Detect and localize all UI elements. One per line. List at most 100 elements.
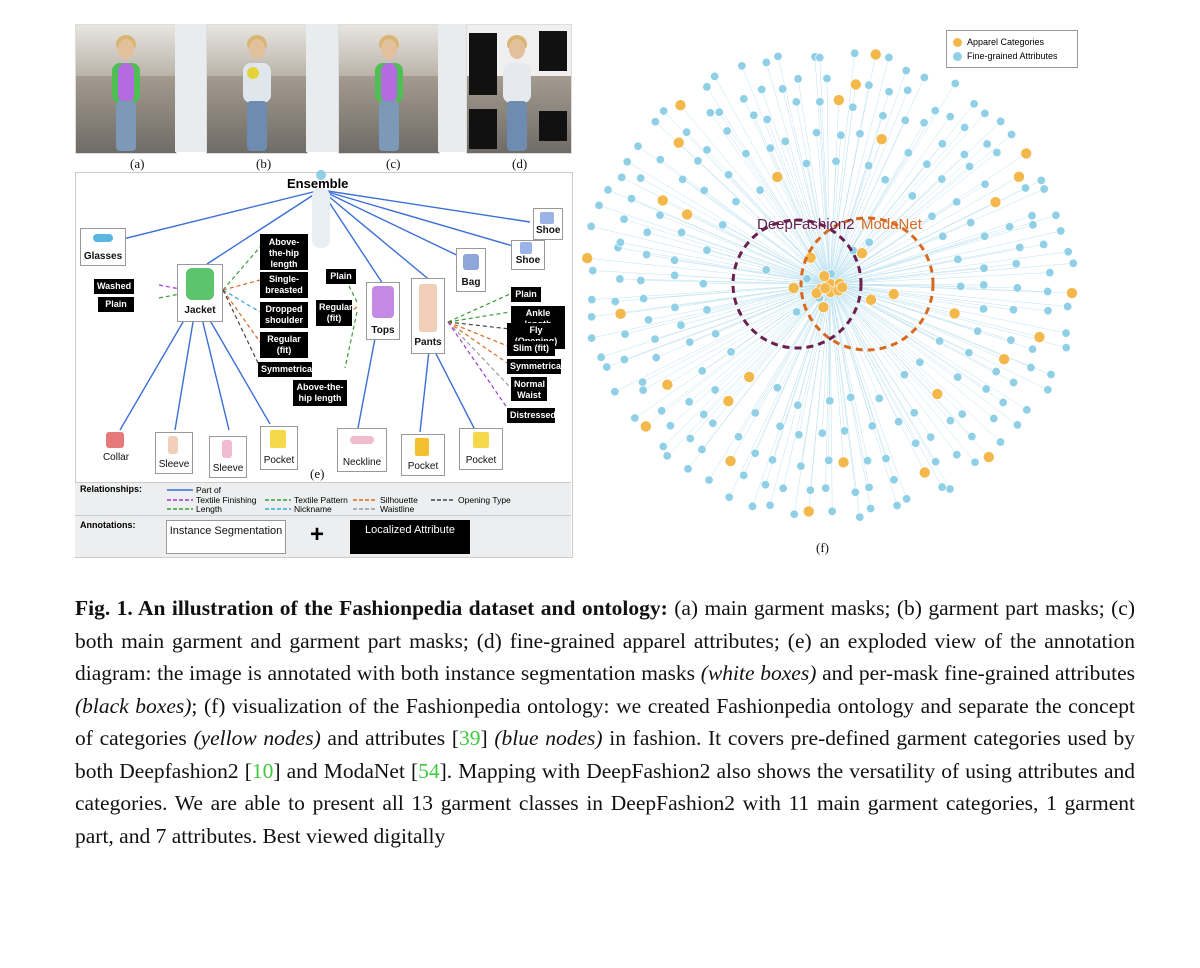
plus-sign: + — [310, 521, 325, 548]
attribute-node — [1011, 259, 1021, 269]
attribute-node — [1022, 405, 1032, 415]
attribute-node — [1036, 175, 1046, 185]
attribute-node — [630, 413, 640, 423]
ontology-edge — [829, 107, 854, 285]
attribute-node — [714, 107, 724, 117]
attribute-node — [846, 392, 856, 402]
attribute-node — [761, 480, 771, 490]
apparel-node — [850, 78, 862, 91]
pants-icon — [419, 284, 437, 332]
apparel-node — [722, 395, 735, 407]
attribute-node — [1012, 420, 1022, 430]
attribute-node — [685, 337, 695, 347]
attribute-node — [824, 455, 834, 465]
photo-b — [206, 24, 308, 154]
apparel-node — [640, 420, 652, 433]
attribute-node — [978, 304, 988, 314]
ontology-edge — [753, 115, 831, 285]
ontology-edge — [777, 56, 831, 285]
attribute-node — [815, 53, 825, 63]
attribute-node — [699, 185, 709, 195]
attribute-node — [750, 448, 760, 458]
ontology-edge — [829, 283, 907, 499]
ontology-edge — [621, 177, 831, 285]
caption-text-8: ]. Mapping with DeepFashion2 also shows … — [75, 758, 1136, 848]
attr-symmetrical-pants: Symmetrical — [507, 359, 564, 374]
annotations-label: Annotations: — [80, 520, 136, 530]
ontology-edge — [728, 174, 831, 285]
rel-nickname: Nickname — [294, 504, 332, 514]
ontology-edge — [829, 259, 958, 285]
attribute-node — [864, 80, 874, 90]
attribute-node — [960, 122, 970, 132]
attribute-node — [867, 421, 877, 431]
attribute-node — [718, 220, 728, 230]
ontology-edge — [829, 116, 951, 285]
attr-above-hip-tops: Above-the-hip length — [293, 380, 347, 406]
ontology-edge — [674, 283, 831, 308]
ontology-edge — [829, 283, 873, 426]
ontology-edge — [829, 226, 1010, 285]
ontology-edge — [755, 283, 831, 414]
ref-10-link[interactable]: 10 — [251, 758, 274, 783]
attribute-node — [821, 483, 831, 493]
attribute-node — [901, 66, 911, 76]
attribute-node — [704, 475, 714, 485]
relationships-legend — [75, 482, 571, 515]
attribute-node — [864, 482, 874, 492]
apparel-node — [819, 282, 832, 295]
ontology-edge — [829, 283, 958, 378]
attribute-node — [620, 329, 630, 339]
attribute-node — [739, 94, 749, 104]
rel-waistline: Waistline — [380, 504, 415, 514]
attribute-node — [789, 509, 799, 519]
attribute-node — [836, 130, 846, 140]
ontology-edge — [829, 250, 854, 285]
ref-39-link[interactable]: 39 — [459, 726, 481, 750]
attribute-node — [726, 347, 736, 357]
attribute-node — [1015, 242, 1025, 252]
attribute-node — [822, 73, 832, 83]
ref-54-link[interactable]: 54 — [418, 758, 440, 783]
ontology-edge — [587, 257, 831, 285]
attribute-node — [927, 211, 937, 221]
part-sleeve-1: Sleeve — [158, 459, 190, 470]
ontology-edge — [829, 283, 987, 390]
apparel-node — [887, 288, 900, 300]
apparel-node — [810, 287, 823, 300]
attribute-node — [965, 161, 975, 171]
ontology-edge — [829, 115, 884, 285]
apparel-node — [674, 99, 687, 111]
ontology-edge — [666, 283, 831, 457]
attribute-node — [878, 111, 888, 121]
ontology-edge — [829, 57, 890, 285]
attribute-node — [636, 173, 646, 183]
ontology-edge — [663, 110, 831, 285]
shoe-label-2: Shoe — [515, 255, 541, 266]
ontology-edge — [829, 263, 1074, 285]
rel-opening-type: Opening Type — [458, 495, 511, 505]
ontology-edge — [648, 283, 831, 321]
apparel-node — [875, 133, 888, 145]
ontology-edge — [829, 283, 938, 395]
attribute-node — [724, 170, 734, 180]
sleeve-icon-2 — [222, 440, 232, 458]
attribute-node — [864, 237, 874, 247]
ontology-edge — [663, 283, 831, 447]
attr-regular-fit-jacket: Regular (fit) — [260, 332, 308, 358]
attribute-node — [1028, 344, 1038, 354]
attribute-node — [937, 174, 947, 184]
rel-length: Length — [196, 504, 222, 514]
ontology-edge — [829, 283, 940, 342]
ontology-edge — [829, 283, 899, 422]
apparel-node — [998, 353, 1010, 365]
ontology-edge — [829, 90, 908, 285]
ontology-edge — [829, 215, 1033, 285]
apparel-node — [656, 194, 669, 207]
attribute-node — [702, 145, 712, 155]
ontology-edge — [797, 78, 831, 285]
modanet-label: ModaNet — [861, 216, 922, 233]
attribute-node — [731, 197, 741, 207]
attribute-node — [665, 421, 675, 431]
attribute-node — [903, 85, 913, 95]
